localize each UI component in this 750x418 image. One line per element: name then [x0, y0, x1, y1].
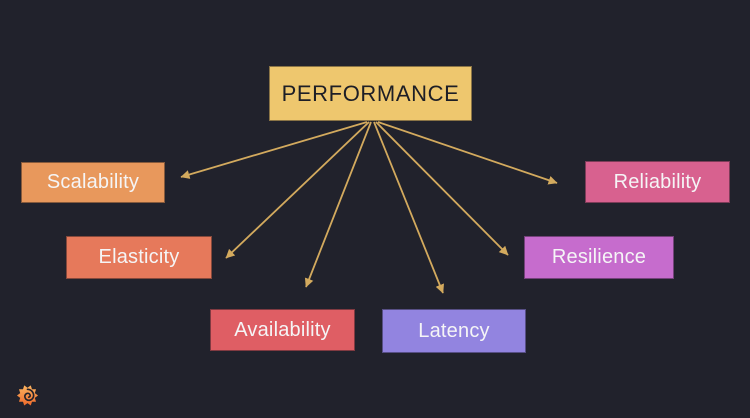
grafana-spiral	[24, 388, 35, 402]
edge-performance-reliability	[377, 121, 558, 185]
node-resilience: Resilience	[524, 236, 674, 279]
node-latency: Latency	[382, 309, 526, 353]
edge-performance-elasticity	[225, 121, 370, 259]
edge-performance-resilience	[375, 121, 509, 256]
grafana-logo-icon	[16, 385, 39, 406]
node-elasticity: Elasticity	[66, 236, 212, 279]
node-availability: Availability	[210, 309, 355, 351]
edge-performance-scalability	[180, 121, 368, 179]
edge-performance-availability	[304, 121, 372, 288]
node-scalability: Scalability	[21, 162, 165, 203]
node-performance: PERFORMANCE	[269, 66, 472, 121]
node-reliability: Reliability	[585, 161, 730, 203]
edge-performance-latency	[373, 121, 444, 294]
